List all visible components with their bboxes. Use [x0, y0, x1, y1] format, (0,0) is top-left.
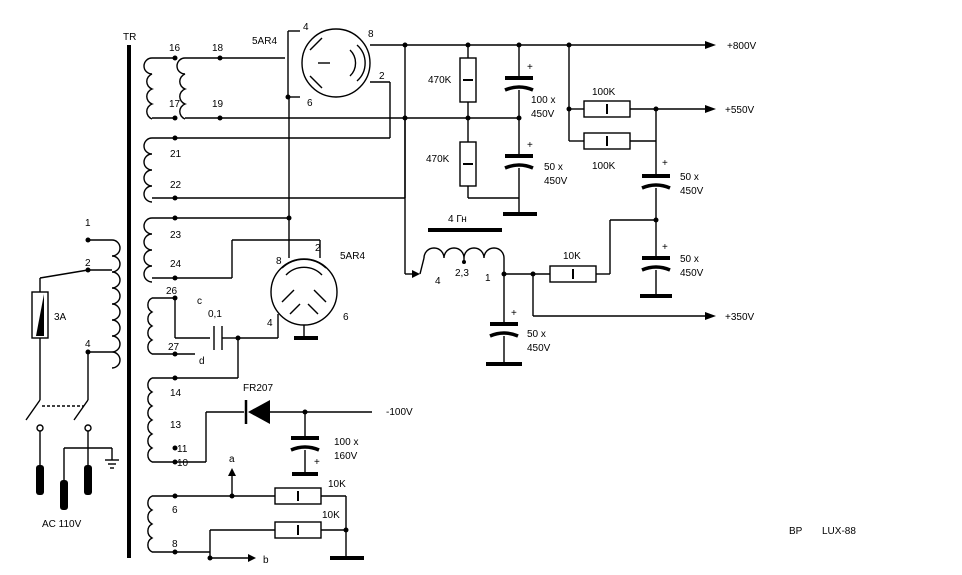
cap-1-value: 100 x	[531, 95, 555, 106]
tube-upper-pin-6: 6	[307, 98, 313, 109]
mains-prong-right	[84, 465, 92, 495]
cap-1-plus: +	[527, 62, 533, 73]
cap-5-value: 50 x	[527, 329, 546, 340]
cap-3-plus: +	[662, 158, 668, 169]
resistor-470k-b-label: 470K	[426, 154, 450, 165]
hv-windings: 21 22 23 24	[152, 45, 406, 281]
author-label: BP	[789, 526, 803, 537]
tube-lower-name: 5AR4	[340, 251, 365, 262]
mains-label: AC 110V	[42, 519, 82, 530]
pin-2-label: 2	[85, 258, 91, 269]
resistor-470k-a-label: 470K	[428, 75, 452, 86]
pin-14-label: 14	[170, 388, 182, 399]
point-b-label: b	[263, 555, 269, 566]
pin-26-label: 26	[166, 286, 178, 297]
point-d-label: d	[199, 356, 205, 367]
resistor-10k-a-label: 10K	[328, 479, 346, 490]
v350-label: +350V	[725, 312, 755, 323]
choke-pin-4: 4	[435, 276, 441, 287]
cap-3-voltage: 450V	[680, 186, 704, 197]
v800-label: +800V	[727, 41, 757, 52]
cap-2-voltage: 450V	[544, 176, 568, 187]
tube-upper-pin-8: 8	[368, 29, 374, 40]
choke-pin-1: 1	[485, 273, 491, 284]
diode	[244, 400, 270, 424]
pin-1-label: 1	[85, 218, 91, 229]
transformer: TR	[111, 32, 188, 558]
fuse-label: 3A	[54, 312, 67, 323]
rail-800v: +800V 470K 470K + 100 x 450V + 50 x 450V	[370, 41, 757, 216]
cap-5-plus: +	[511, 308, 517, 319]
pin-13-label: 13	[170, 420, 182, 431]
cap-1-voltage: 450V	[531, 109, 555, 120]
pin-27-label: 27	[168, 342, 180, 353]
pin-8-label: 8	[172, 539, 178, 550]
output-a-b: 6 8 a 10K 10K b	[152, 454, 364, 566]
vneg-label: -100V	[386, 407, 413, 418]
v550-label: +550V	[725, 105, 755, 116]
cap-6-voltage: 160V	[334, 451, 358, 462]
point-c-label: c	[197, 296, 202, 307]
bias-supply: 14 13 11 10 FR207 -100V + 100 x 160V	[152, 375, 413, 476]
cap-6-value: 100 x	[334, 437, 358, 448]
transformer-label: TR	[123, 32, 136, 43]
pin-22-label: 22	[170, 180, 182, 191]
mains-prong-left	[36, 465, 44, 495]
mains-switch	[25, 399, 92, 465]
rail-550v: 100K +550V 100K + 50 x 450V + 50 x 450V	[566, 45, 755, 298]
pin-11-label: 11	[177, 444, 188, 455]
mains-prong-earth	[60, 480, 68, 510]
choke-4h	[423, 247, 505, 259]
cap-2-plus: +	[527, 140, 533, 151]
tube-lower-pin-2: 2	[315, 243, 321, 254]
tube-lower-pin-6: 6	[343, 312, 349, 323]
point-a-label: a	[229, 454, 235, 465]
mains-input: 1 2 4 3A	[25, 218, 119, 530]
choke-pin-mid: 2,3	[455, 268, 469, 279]
resistor-100k-b-label: 100K	[592, 161, 616, 172]
heater-lower: 26 27 c d 0,1	[152, 286, 241, 379]
pin-24-label: 24	[170, 259, 182, 270]
pin-18-label: 18	[212, 43, 224, 54]
diode-label: FR207	[243, 383, 273, 394]
tube-lower-pin-4: 4	[267, 318, 273, 329]
pin-21-label: 21	[170, 149, 182, 160]
cap-3-value: 50 x	[680, 172, 699, 183]
pin-23-label: 23	[170, 230, 182, 241]
resistor-10k-b-label: 10K	[322, 510, 340, 521]
pin-4-label: 4	[85, 339, 91, 350]
fuse	[31, 291, 49, 339]
rail-350v: 4 Гн 4 2,3 1 10K +350V + 50 x 450V	[402, 115, 755, 366]
pin-6-label: 6	[172, 505, 178, 516]
pin-10-label: 10	[177, 458, 189, 469]
cap-2-value: 50 x	[544, 162, 563, 173]
resistor-10k-choke-label: 10K	[563, 251, 581, 262]
tube-upper-name: 5AR4	[252, 36, 277, 47]
pin-19-label: 19	[212, 99, 224, 110]
ground-symbol	[105, 459, 119, 469]
cap-6-plus: +	[314, 457, 320, 468]
cap-4-plus: +	[662, 242, 668, 253]
cap-0-1-label: 0,1	[208, 309, 222, 320]
choke-label: 4 Гн	[448, 214, 467, 225]
rectifier-tube-upper: 5AR4 4 8 2 6	[252, 22, 391, 138]
tube-lower-pin-8: 8	[276, 256, 282, 267]
pin-16-label: 16	[169, 43, 181, 54]
tube-upper-pin-2: 2	[379, 71, 385, 82]
rectifier-tube-lower: 5AR4 8 2 4 6	[238, 243, 365, 340]
model-label: LUX-88	[822, 526, 856, 537]
tube-upper-pin-4: 4	[303, 22, 309, 33]
cap-5-voltage: 450V	[527, 343, 551, 354]
cap-4-voltage: 450V	[680, 268, 704, 279]
pin-17-label: 17	[169, 99, 181, 110]
resistor-100k-a-label: 100K	[592, 87, 616, 98]
cap-4-value: 50 x	[680, 254, 699, 265]
